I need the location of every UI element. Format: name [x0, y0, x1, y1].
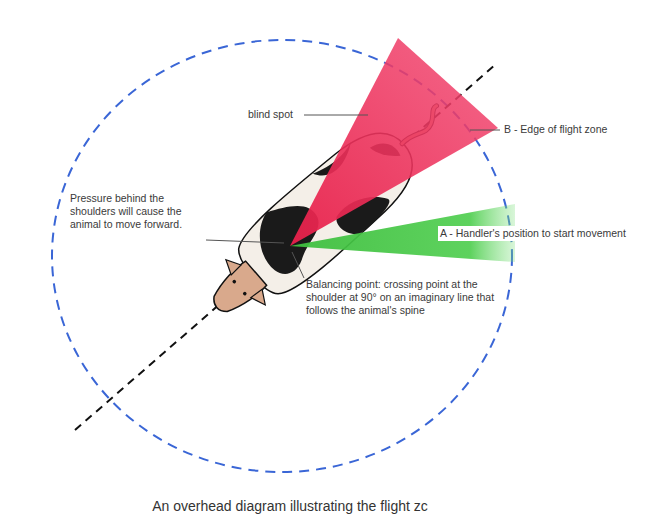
leader-line [304, 115, 368, 116]
leader-line [292, 252, 304, 278]
handler-label: A - Handler's position to start movement [438, 226, 650, 241]
blind-spot-label: blind spot [248, 108, 304, 121]
leader-line [206, 240, 284, 243]
edge-label: B - Edge of flight zone [504, 123, 648, 136]
blind-spot-zone [290, 38, 498, 246]
pressure-note: Pressure behind the shoulders will cause… [70, 192, 206, 231]
leader-line [470, 130, 500, 131]
caption: An overhead diagram illustrating the fli… [152, 498, 427, 514]
balancing-note: Balancing point: crossing point at the s… [306, 278, 511, 317]
